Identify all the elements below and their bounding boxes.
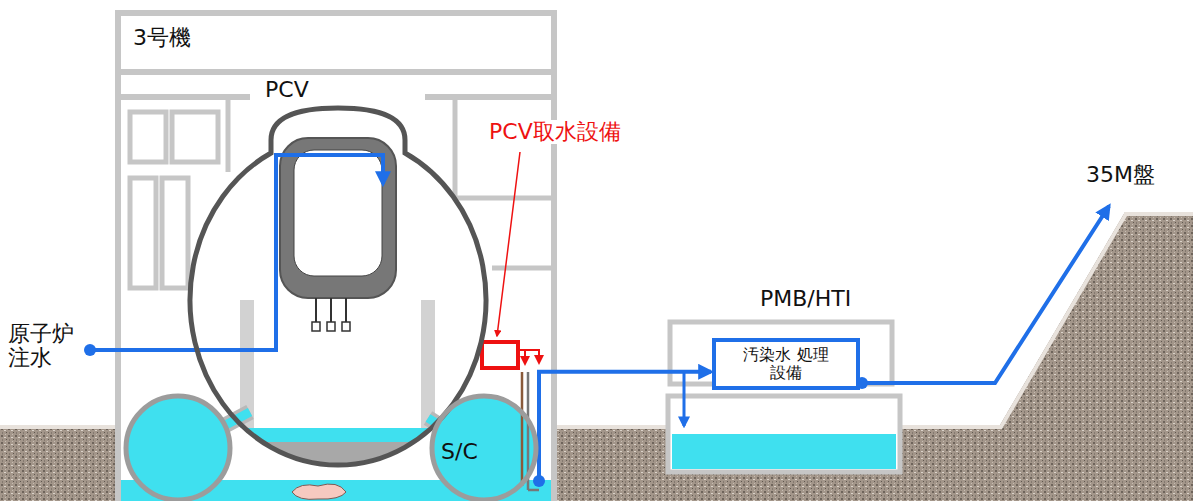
area-label: PCV xyxy=(265,78,495,102)
treatment-equipment-box: 汚染水 処理設備 xyxy=(712,338,860,390)
suppression-chamber-water xyxy=(432,396,536,500)
area-label: 3号機 xyxy=(133,26,557,50)
reactor-building-structure xyxy=(492,266,554,271)
transfer-line xyxy=(683,372,686,426)
pcv-interior xyxy=(232,442,444,501)
reactor-pressure-vessel xyxy=(330,298,332,322)
destination-label-text: 35M盤 xyxy=(1086,163,1155,187)
transfer-line xyxy=(862,206,1109,383)
intake-callout-text: PCV取水設備 xyxy=(487,120,623,144)
area-label: PMB/HTI xyxy=(760,287,900,311)
treatment-building-structure xyxy=(668,396,900,472)
reactor-building-structure xyxy=(226,97,231,172)
suppression-chamber-water xyxy=(126,396,230,500)
reactor-pressure-vessel xyxy=(280,138,396,331)
suppression-chamber-outline xyxy=(432,396,536,500)
reactor-pressure-vessel xyxy=(294,150,382,276)
reactor-building-structure xyxy=(172,112,218,162)
reactor-building-structure xyxy=(425,94,554,100)
flow-connector xyxy=(539,372,711,481)
transfer-line xyxy=(684,206,1109,426)
connector-start-dot xyxy=(533,475,545,487)
treatment-building-structure xyxy=(668,322,900,472)
flow-connector xyxy=(533,372,711,487)
pcv-intake-equipment xyxy=(518,350,539,363)
pcv-intake-equipment xyxy=(482,152,539,368)
reactor-pressure-vessel xyxy=(280,138,396,298)
intake-callout: PCV取水設備 xyxy=(487,120,623,144)
reactor-building-structure xyxy=(130,112,166,162)
reactor-building-structure xyxy=(118,13,554,501)
pcv-vessel-outline xyxy=(185,75,495,475)
reactor-building: 3号機 PCV S/C xyxy=(115,10,557,501)
intake-pipe xyxy=(528,489,539,492)
reactor-pressure-vessel xyxy=(315,298,317,322)
equipment-name: 汚染水 処理設備 xyxy=(738,346,834,381)
reactor-building-structure xyxy=(118,13,554,501)
treatment-building-structure xyxy=(672,434,896,469)
reactor-pressure-vessel xyxy=(327,322,335,331)
suppression-chamber: S/C xyxy=(432,396,536,500)
suppression-chamber-water xyxy=(126,396,536,500)
reactor-injection-line xyxy=(84,344,96,356)
reactor-building-structure xyxy=(453,97,458,198)
injection-label: 原子炉 注水 xyxy=(8,322,80,370)
reactor-injection-line xyxy=(90,155,383,350)
pcv-intake-equipment xyxy=(518,350,525,364)
pcv-intake-equipment xyxy=(497,152,520,336)
pcv-interior xyxy=(421,300,435,428)
reactor-building-structure xyxy=(455,196,554,201)
injection-label-text: 原子炉 注水 xyxy=(8,322,80,370)
pcv-vessel-outline xyxy=(190,108,486,465)
intake-pipe xyxy=(521,372,524,486)
reactor-pressure-vessel xyxy=(345,298,347,322)
reactor-building-structure xyxy=(162,178,188,288)
reactor-pressure-vessel xyxy=(342,322,350,331)
reactor-building-structure xyxy=(130,178,156,288)
pcv-intake-equipment xyxy=(482,342,518,368)
destination-label: 35M盤 xyxy=(1086,163,1155,187)
reactor-pressure-vessel xyxy=(312,322,320,331)
treatment-building: PMB/HTI 汚染水 処理設備 xyxy=(668,285,900,475)
reactor-building-structure xyxy=(118,69,554,75)
pcv-interior xyxy=(292,484,346,499)
area-label: S/C xyxy=(441,440,536,464)
pcv-vessel: PCV xyxy=(185,75,495,475)
